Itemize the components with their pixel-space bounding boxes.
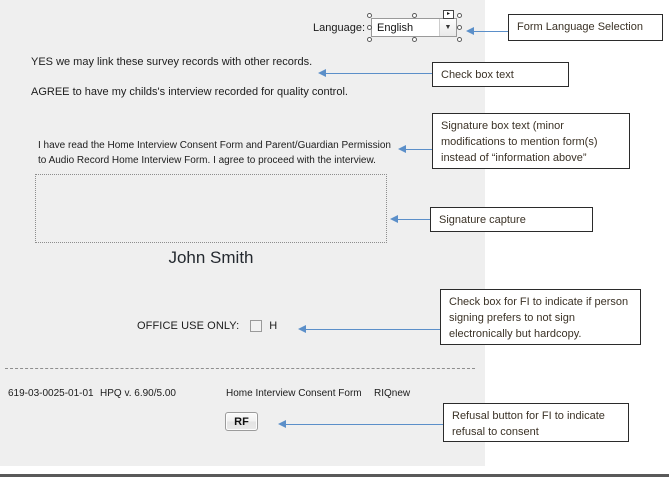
refusal-button[interactable]: RF — [225, 412, 258, 431]
arrow-head — [318, 69, 326, 77]
resize-handle-bottom-right[interactable] — [457, 37, 462, 42]
arrow-shaft — [324, 73, 432, 74]
annotation-refusal-button: Refusal button for FI to indicate refusa… — [443, 403, 629, 442]
footer-version: HPQ v. 6.90/5.00 — [100, 388, 176, 399]
arrow-left-icon-office-checkbox — [298, 325, 440, 334]
footer-form-id: 619-03-0025-01-01 — [8, 388, 94, 399]
signature-capture-area[interactable] — [35, 174, 387, 243]
signer-printed-name: John Smith — [168, 248, 254, 267]
chevron-down-icon[interactable]: ▼ — [439, 19, 456, 36]
consent-statement-link-records: YES we may link these survey records wit… — [31, 56, 313, 68]
arrow-head — [398, 145, 406, 153]
resize-handle-top-left[interactable] — [367, 13, 372, 18]
annotation-signature-capture: Signature capture — [430, 207, 593, 232]
arrow-head — [278, 420, 286, 428]
consent-statement-audio-record: AGREE to have my childs's interview reco… — [31, 86, 348, 98]
arrow-left-icon-language — [466, 27, 508, 36]
arrow-head — [390, 215, 398, 223]
language-label: Language: — [313, 21, 365, 34]
consent-form-panel: Language: English ▼ ▸ YES we may link th… — [0, 0, 485, 466]
arrow-shaft — [396, 219, 430, 220]
language-selection-row: Language: English ▼ ▸ — [313, 10, 462, 42]
resize-handle-top-center[interactable] — [412, 13, 417, 18]
footer-divider — [5, 368, 475, 369]
resize-handle-top-right[interactable] — [457, 13, 462, 18]
arrow-left-icon-checkbox-text — [318, 69, 432, 78]
language-dropdown-wrapper[interactable]: English ▼ ▸ — [367, 10, 462, 42]
arrow-left-icon-signature-text — [398, 145, 432, 154]
arrow-left-icon-refusal-button — [278, 420, 443, 429]
office-use-only-label: OFFICE USE ONLY: — [137, 320, 240, 332]
footer-form-title: Home Interview Consent Form — [226, 388, 362, 399]
hardcopy-checkbox[interactable] — [250, 320, 263, 332]
language-dropdown[interactable]: English ▼ — [371, 18, 457, 37]
arrow-shaft — [284, 424, 443, 425]
arrow-head — [466, 27, 474, 35]
language-selected-value: English — [377, 21, 414, 34]
arrow-left-icon-signature-capture — [390, 215, 430, 224]
design-rotate-handle-icon[interactable]: ▸ — [443, 10, 454, 19]
signature-consent-paragraph: I have read the Home Interview Consent F… — [38, 140, 391, 166]
resize-handle-bottom-center[interactable] — [412, 37, 417, 42]
annotation-checkbox-text: Check box text — [432, 62, 569, 87]
office-use-only-row: OFFICE USE ONLY: H — [137, 320, 277, 332]
resize-handle-bottom-left[interactable] — [367, 37, 372, 42]
footer-instrument-tag: RIQnew — [374, 388, 411, 399]
hardcopy-checkbox-label: H — [269, 320, 278, 332]
annotation-signature-box-text: Signature box text (minor modifications … — [432, 113, 630, 169]
arrow-shaft — [304, 329, 440, 330]
annotation-language-selection: Form Language Selection — [508, 14, 663, 41]
resize-handle-middle-left[interactable] — [367, 25, 372, 30]
arrow-head — [298, 325, 306, 333]
arrow-shaft — [404, 149, 432, 150]
arrow-shaft — [472, 31, 508, 32]
annotation-office-checkbox: Check box for FI to indicate if person s… — [440, 289, 641, 345]
resize-handle-middle-right[interactable] — [457, 25, 462, 30]
